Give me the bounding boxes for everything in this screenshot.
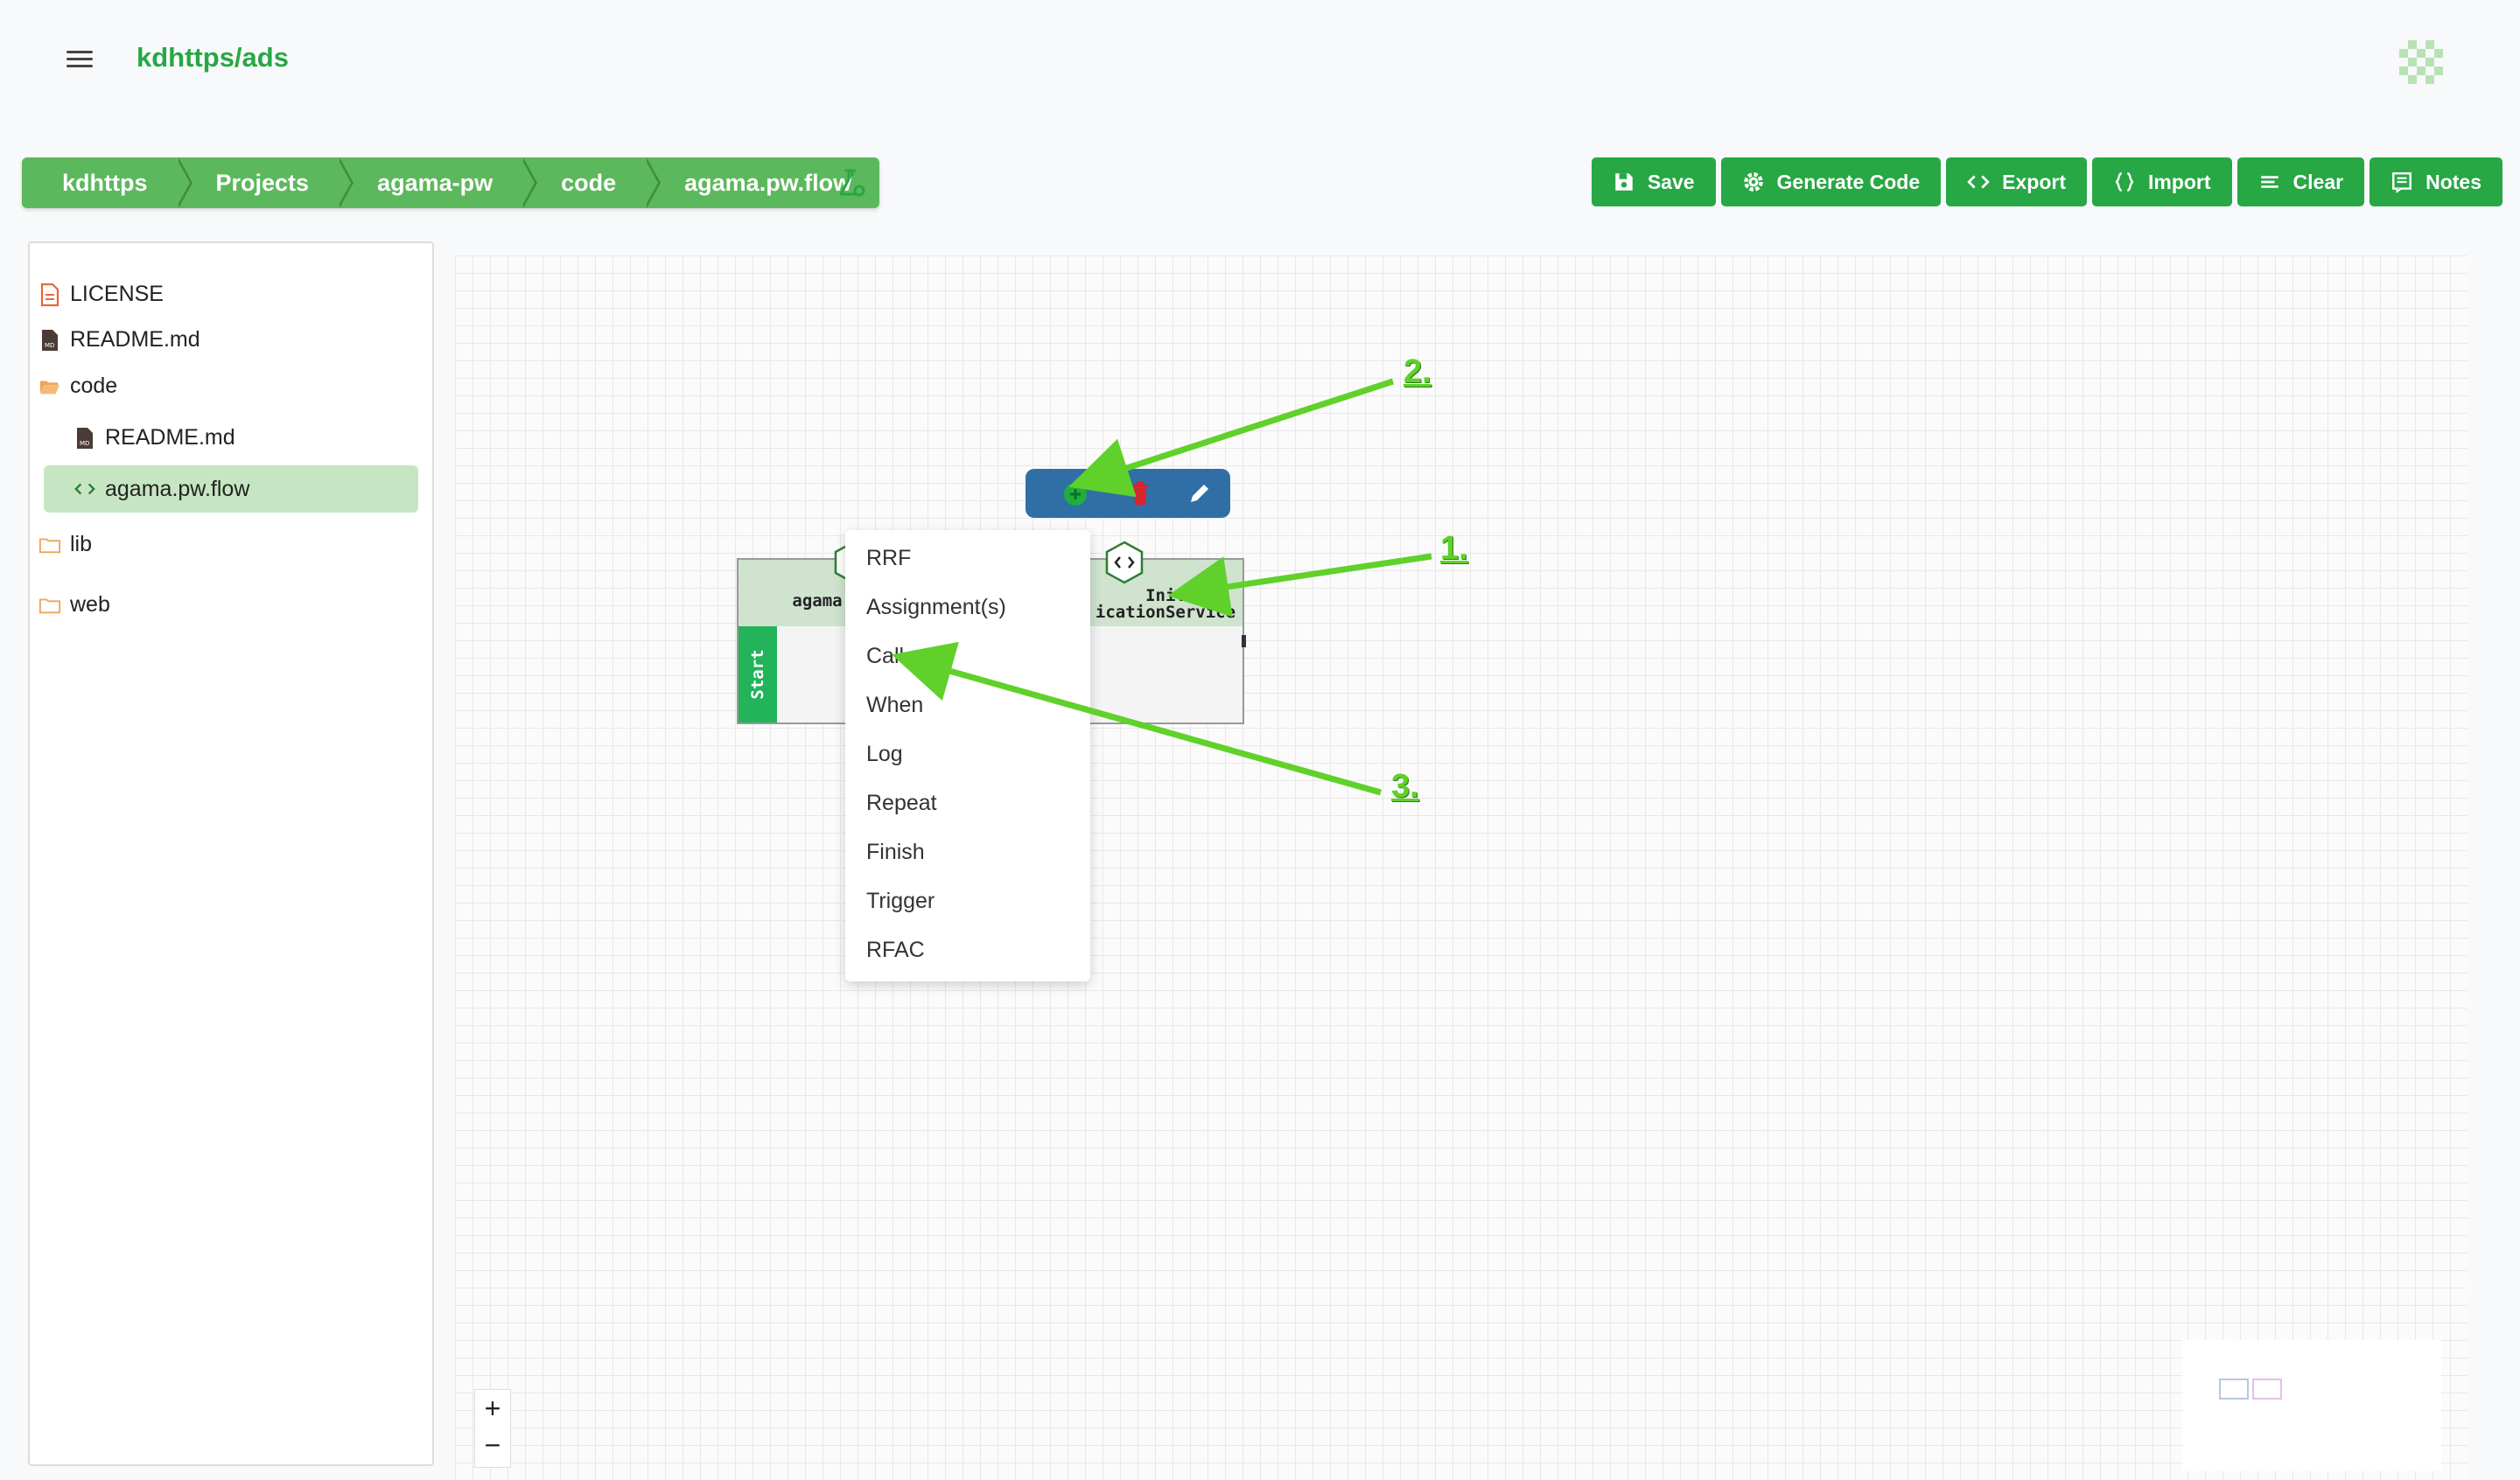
menu-item-rfac[interactable]: RFAC bbox=[866, 938, 925, 962]
code-icon bbox=[74, 483, 95, 495]
file-label: README.md bbox=[105, 425, 235, 450]
save-button[interactable]: Save bbox=[1591, 157, 1716, 206]
code-icon bbox=[1105, 541, 1144, 584]
plus-icon bbox=[1070, 489, 1081, 499]
top-bar: kdhttps/ads bbox=[0, 0, 2520, 122]
svg-text:MD: MD bbox=[45, 342, 54, 349]
save-icon bbox=[1615, 173, 1633, 191]
add-node-menu: RRF Assignment(s) Call When Log Repeat F… bbox=[845, 530, 1090, 981]
delete-node-button[interactable] bbox=[1130, 481, 1150, 506]
breadcrumb: kdhttps Projects agama-pw code agama.pw.… bbox=[22, 157, 880, 208]
folder-lib[interactable]: lib bbox=[38, 532, 92, 557]
node-label-agama: agama bbox=[792, 591, 843, 611]
export-label: Export bbox=[2002, 170, 2066, 193]
folder-icon bbox=[38, 598, 61, 613]
folder-web[interactable]: web bbox=[38, 592, 110, 618]
annotation-label-2: 2. bbox=[1404, 353, 1432, 390]
gear-icon bbox=[1743, 172, 1763, 192]
zoom-in-button[interactable]: + bbox=[484, 1393, 501, 1424]
markdown-file-icon: MD bbox=[42, 329, 58, 351]
folder-open-icon bbox=[39, 380, 60, 394]
save-label: Save bbox=[1647, 170, 1695, 193]
flow-canvas[interactable] bbox=[455, 255, 2468, 1480]
generate-code-label: Generate Code bbox=[1776, 170, 1921, 193]
file-label: README.md bbox=[70, 327, 200, 352]
menu-item-repeat[interactable]: Repeat bbox=[866, 791, 937, 815]
file-label: LICENSE bbox=[70, 282, 164, 306]
document-icon bbox=[40, 283, 60, 306]
menu-item-assignment[interactable]: Assignment(s) bbox=[866, 595, 1006, 619]
clear-label: Clear bbox=[2292, 170, 2344, 193]
menu-item-trigger[interactable]: Trigger bbox=[866, 889, 935, 913]
zoom-controls: + − bbox=[474, 1389, 511, 1468]
file-code-readme[interactable]: MD README.md bbox=[74, 425, 235, 450]
toolbar: Save Generate Code Export Import Clear N… bbox=[1591, 157, 2502, 206]
app-title[interactable]: kdhttps/ads bbox=[136, 42, 289, 73]
breadcrumb-item-code[interactable]: code bbox=[521, 157, 662, 208]
connection-handle[interactable] bbox=[1242, 635, 1246, 647]
menu-item-finish[interactable]: Finish bbox=[866, 840, 925, 864]
markdown-file-icon: MD bbox=[77, 427, 93, 449]
braces-icon bbox=[2115, 172, 2134, 192]
folder-code[interactable]: code bbox=[38, 373, 117, 399]
start-bar[interactable]: Start bbox=[738, 626, 777, 723]
clear-button[interactable]: Clear bbox=[2236, 157, 2365, 206]
file-label: agama.pw.flow bbox=[105, 476, 250, 501]
file-license[interactable]: LICENSE bbox=[38, 282, 164, 307]
file-explorer: LICENSE MD README.md code MD README.md a… bbox=[28, 241, 434, 1466]
node-label-init: Init icationService bbox=[1085, 588, 1246, 621]
annotation-label-3: 3. bbox=[1391, 768, 1419, 805]
folder-label: web bbox=[70, 592, 110, 617]
notes-label: Notes bbox=[2426, 170, 2482, 193]
edit-node-button[interactable] bbox=[1187, 481, 1212, 506]
annotation-label-1: 1. bbox=[1440, 530, 1468, 567]
menu-item-rrf[interactable]: RRF bbox=[866, 546, 912, 570]
generate-code-button[interactable]: Generate Code bbox=[1720, 157, 1942, 206]
menu-icon[interactable] bbox=[66, 51, 93, 73]
import-button[interactable]: Import bbox=[2091, 157, 2232, 206]
file-readme[interactable]: MD README.md bbox=[38, 327, 200, 353]
zoom-out-button[interactable]: − bbox=[484, 1429, 501, 1461]
node-toolbar bbox=[1026, 469, 1230, 518]
svg-text:MD: MD bbox=[80, 440, 89, 447]
minimap[interactable] bbox=[2182, 1340, 2441, 1471]
breadcrumb-item-projects[interactable]: Projects bbox=[176, 157, 354, 208]
notes-icon bbox=[2392, 172, 2412, 193]
minimap-node bbox=[2219, 1379, 2249, 1400]
menu-item-when[interactable]: When bbox=[866, 693, 924, 717]
code-icon bbox=[1967, 175, 1990, 189]
folder-label: code bbox=[70, 373, 118, 398]
minimap-node bbox=[2252, 1379, 2282, 1400]
lines-icon bbox=[2260, 176, 2278, 188]
folder-icon bbox=[38, 538, 61, 553]
flask-icon[interactable] bbox=[836, 168, 867, 199]
file-agama-flow[interactable]: agama.pw.flow bbox=[44, 465, 418, 513]
menu-item-call[interactable]: Call bbox=[866, 644, 905, 668]
breadcrumb-item-agama-pw[interactable]: agama-pw bbox=[337, 157, 538, 208]
export-button[interactable]: Export bbox=[1946, 157, 2087, 206]
import-label: Import bbox=[2147, 170, 2211, 193]
breadcrumb-item-flow[interactable]: agama.pw.flow bbox=[684, 170, 852, 196]
node-label-init-line2: icationService bbox=[1095, 603, 1236, 622]
start-label: Start bbox=[748, 649, 767, 700]
add-node-button[interactable] bbox=[1064, 483, 1087, 506]
menu-item-log[interactable]: Log bbox=[866, 742, 903, 766]
notes-button[interactable]: Notes bbox=[2370, 157, 2502, 206]
folder-label: lib bbox=[70, 532, 93, 556]
avatar[interactable] bbox=[2396, 37, 2446, 87]
breadcrumb-item-kdhttps[interactable]: kdhttps bbox=[22, 157, 192, 208]
